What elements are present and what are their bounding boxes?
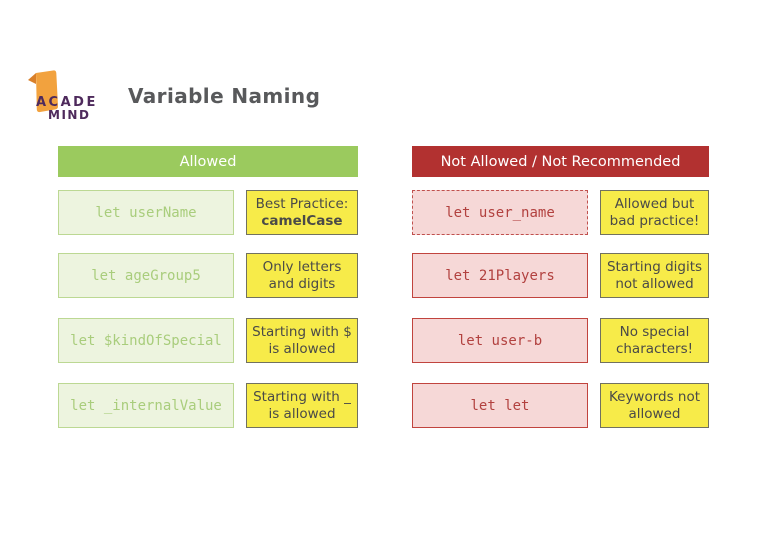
- not-allowed-header: Not Allowed / Not Recommended: [412, 146, 709, 177]
- note-best-practice: Best Practice: camelCase: [246, 190, 358, 235]
- note-keywords: Keywords not allowed: [600, 383, 709, 428]
- code-example-dollar: let $kindOfSpecial: [58, 318, 234, 363]
- allowed-column: Allowed let userName Best Practice: came…: [58, 146, 358, 428]
- note-line: not allowed: [615, 275, 694, 292]
- note-line: Keywords not: [608, 388, 701, 405]
- note-line: Starting with $: [252, 323, 352, 340]
- note-underscore-allowed: Starting with _ is allowed: [246, 383, 358, 428]
- note-line: characters!: [615, 340, 694, 357]
- note-line: No special: [619, 323, 690, 340]
- code-example-agegroup: let ageGroup5: [58, 253, 234, 298]
- code-example-username: let userName: [58, 190, 234, 235]
- note-dollar-allowed: Starting with $ is allowed: [246, 318, 358, 363]
- note-line: Only letters: [262, 258, 342, 275]
- code-example-snakecase: let user_name: [412, 190, 588, 235]
- note-line: allowed: [628, 405, 681, 422]
- note-line: is allowed: [268, 340, 336, 357]
- allowed-row-1: let userName Best Practice: camelCase: [58, 190, 358, 235]
- allowed-header: Allowed: [58, 146, 358, 177]
- note-line: is allowed: [268, 405, 336, 422]
- note-starting-digits: Starting digits not allowed: [600, 253, 709, 298]
- note-special-characters: No special characters!: [600, 318, 709, 363]
- logo-text-mind: MIND: [48, 108, 91, 122]
- code-example-underscore: let _internalValue: [58, 383, 234, 428]
- note-line: and digits: [268, 275, 336, 292]
- allowed-row-4: let _internalValue Starting with _ is al…: [58, 383, 358, 428]
- not-allowed-row-3: let user-b No special characters!: [412, 318, 709, 363]
- note-bad-practice: Allowed but bad practice!: [600, 190, 709, 235]
- note-letters-digits: Only letters and digits: [246, 253, 358, 298]
- allowed-row-3: let $kindOfSpecial Starting with $ is al…: [58, 318, 358, 363]
- code-example-keyword: let let: [412, 383, 588, 428]
- not-allowed-row-1: let user_name Allowed but bad practice!: [412, 190, 709, 235]
- page-title: Variable Naming: [128, 84, 321, 108]
- academind-logo: ACADE MIND: [27, 68, 117, 126]
- note-line: Allowed but: [614, 195, 695, 212]
- not-allowed-row-2: let 21Players Starting digits not allowe…: [412, 253, 709, 298]
- academind-flag-icon: [28, 70, 59, 113]
- note-line: bad practice!: [609, 212, 700, 229]
- note-line: camelCase: [261, 212, 343, 229]
- not-allowed-column: Not Allowed / Not Recommended let user_n…: [412, 146, 709, 428]
- allowed-row-2: let ageGroup5 Only letters and digits: [58, 253, 358, 298]
- code-example-digits: let 21Players: [412, 253, 588, 298]
- note-line: Best Practice:: [255, 195, 349, 212]
- code-example-hyphen: let user-b: [412, 318, 588, 363]
- note-line: Starting with _: [253, 388, 351, 405]
- logo-text-acade: ACADE: [36, 95, 98, 110]
- not-allowed-row-4: let let Keywords not allowed: [412, 383, 709, 428]
- note-line: Starting digits: [606, 258, 703, 275]
